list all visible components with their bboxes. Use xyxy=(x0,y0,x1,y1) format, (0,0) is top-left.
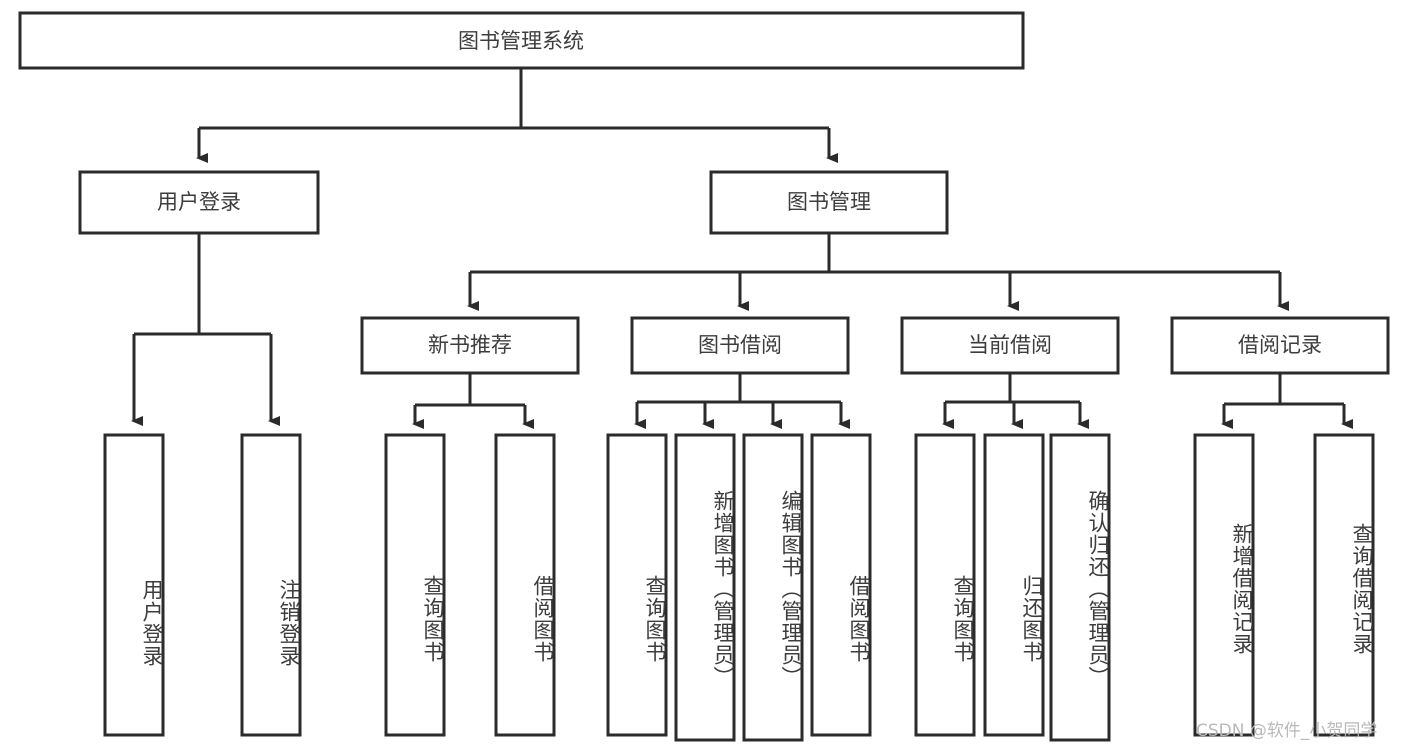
node-book-manage-label: 图书管理 xyxy=(787,190,871,214)
node-new-book-recommend[interactable]: 新书推荐 xyxy=(360,316,580,375)
leaf-box-borrow-book-1[interactable] xyxy=(494,433,556,737)
csdn-watermark: CSDN @软件_小贺同学 xyxy=(1196,721,1378,741)
node-book-borrow-box[interactable] xyxy=(630,316,850,375)
leaf-box-user-logout[interactable] xyxy=(240,433,302,737)
node-borrow-record[interactable]: 借阅记录 xyxy=(1170,316,1390,375)
node-book-manage[interactable]: 图书管理 xyxy=(709,170,949,235)
node-new-book-recommend-box[interactable] xyxy=(360,316,580,375)
connector-group-new-book-recommend xyxy=(412,373,534,429)
connector-group-root xyxy=(196,69,838,163)
connector-group-book-borrow xyxy=(634,373,850,429)
node-user-login-label: 用户登录 xyxy=(157,190,241,214)
node-book-borrow[interactable]: 图书借阅 xyxy=(630,316,850,375)
node-root[interactable]: 图书管理系统 xyxy=(18,11,1025,70)
leaf-box-query-book-1[interactable] xyxy=(384,433,446,737)
node-current-borrow[interactable]: 当前借阅 xyxy=(900,316,1120,375)
node-new-book-recommend-label: 新书推荐 xyxy=(428,333,512,357)
node-current-borrow-label: 当前借阅 xyxy=(968,333,1052,357)
node-book-borrow-label: 图书借阅 xyxy=(698,333,782,357)
leaf-box-user-login[interactable] xyxy=(103,433,165,737)
node-root-label: 图书管理系统 xyxy=(458,29,584,53)
leaf-box-confirm-return[interactable] xyxy=(1049,433,1111,742)
leaf-box-edit-book[interactable] xyxy=(742,433,804,742)
node-current-borrow-box[interactable] xyxy=(900,316,1120,375)
node-root-box[interactable] xyxy=(18,11,1025,70)
leaf-box-borrow-book-2[interactable] xyxy=(810,433,872,737)
connector-group-current-borrow xyxy=(942,373,1089,429)
leaf-box-query-book-2[interactable] xyxy=(606,433,668,737)
connector-group-book-manage xyxy=(467,233,1289,311)
leaf-box-return-book[interactable] xyxy=(983,433,1045,737)
leaf-box-add-record[interactable] xyxy=(1193,433,1255,737)
leaf-box-query-record[interactable] xyxy=(1313,433,1375,737)
connector-group-user-login xyxy=(131,233,280,426)
node-borrow-record-label: 借阅记录 xyxy=(1238,333,1322,357)
node-book-manage-box[interactable] xyxy=(709,170,949,235)
leaf-box-query-book-3[interactable] xyxy=(914,433,976,737)
node-user-login[interactable]: 用户登录 xyxy=(78,170,320,235)
node-borrow-record-box[interactable] xyxy=(1170,316,1390,375)
leaf-box-add-book[interactable] xyxy=(674,433,736,742)
node-user-login-box[interactable] xyxy=(78,170,320,235)
connector-group-borrow-record xyxy=(1221,373,1353,429)
